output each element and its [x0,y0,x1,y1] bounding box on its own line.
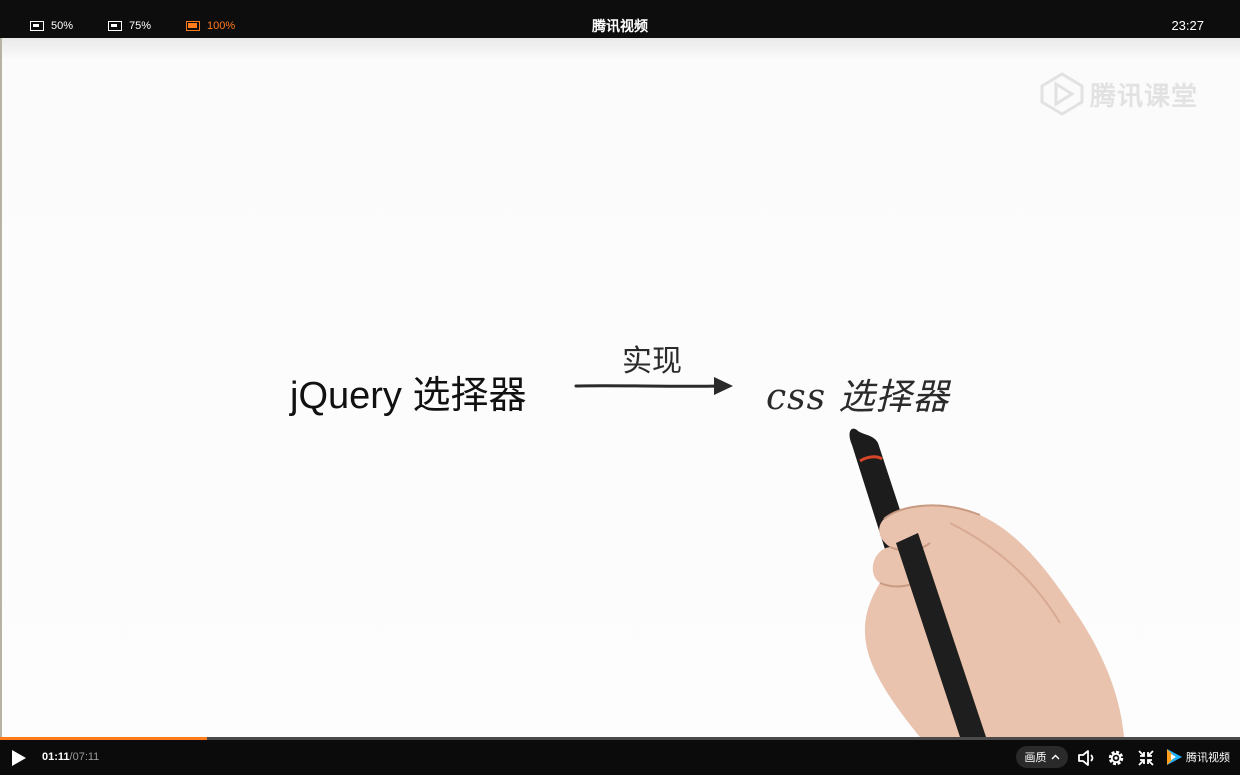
progress-bar[interactable] [0,737,1240,740]
zoom-50-button[interactable]: 50% [30,0,73,52]
progress-fill [0,737,208,740]
watermark-text: 腾讯课堂 [1090,80,1199,111]
arrow-icon [574,377,733,395]
zoom-100-label: 100% [207,20,236,32]
gear-icon[interactable] [1105,747,1127,769]
exit-fullscreen-icon[interactable] [1135,747,1157,769]
quality-label: 画质 [1024,752,1047,764]
screen-size-icon [30,21,44,31]
play-icon[interactable] [8,748,28,768]
zoom-75-button[interactable]: 75% [108,0,151,52]
tencent-video-logo-icon [1167,749,1182,765]
time-display: 01:11/07:11 [42,740,99,775]
hand-with-marker-illustration [849,428,1124,737]
time-separator: / [69,751,73,763]
screen-size-icon [108,21,122,31]
video-edge [0,38,2,737]
watermark: 腾讯课堂 [1038,72,1198,116]
current-time: 01:11 [42,751,70,763]
zoom-75-label: 75% [129,20,152,32]
css-selector-text: css 选择器 [766,377,950,418]
jquery-selector-text: jQuery 选择器 [290,375,527,417]
top-bar: 50% 75% 100% 腾讯视频 23:27 [0,0,1240,38]
screen-size-icon [186,21,200,31]
quality-button[interactable]: 画质 [1016,746,1068,768]
control-bar: 01:11/07:11 画质 [0,740,1240,775]
brand-label: 腾讯视频 [1186,752,1230,764]
brand-logo[interactable]: 腾讯视频 [1165,748,1230,766]
volume-icon[interactable] [1076,747,1098,769]
zoom-50-label: 50% [51,20,74,32]
zoom-100-button[interactable]: 100% [186,0,235,52]
clock: 23:27 [1171,18,1204,33]
chevron-up-icon [1051,754,1059,760]
total-time: 07:11 [72,751,100,763]
video-frame[interactable]: 腾讯课堂 jQuery 选择器 实现 css 选择器 [0,38,1240,737]
tencent-classroom-logo-icon [1040,72,1084,116]
arrow-caption: 实现 [622,344,682,379]
window-title: 腾讯视频 [592,18,648,34]
